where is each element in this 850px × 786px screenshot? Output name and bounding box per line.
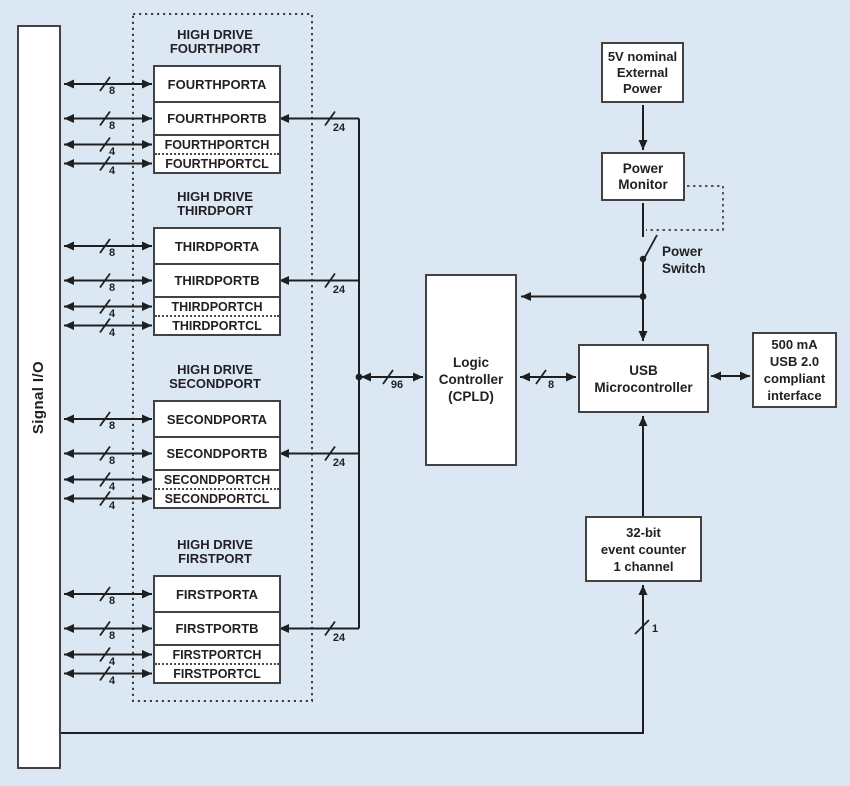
box-secondportch: SECONDPORTCH xyxy=(155,469,279,488)
bus-width-label: 8 xyxy=(108,282,116,294)
box-firstportch: FIRSTPORTCH xyxy=(155,644,279,663)
thirdport-stack: THIRDPORTA THIRDPORTB THIRDPORTCH THIRDP… xyxy=(153,227,281,336)
signal-wires-thirdport xyxy=(64,238,152,334)
power-wires xyxy=(521,105,724,341)
bus-width-label: 4 xyxy=(108,675,116,687)
bus-width-label: 4 xyxy=(108,165,116,177)
fourthport-stack: FOURTHPORTA FOURTHPORTB FOURTHPORTCH FOU… xyxy=(153,65,281,174)
bus-width-label: 4 xyxy=(108,146,116,158)
bus-width-label-96: 96 xyxy=(390,379,404,391)
signal-wires-secondport xyxy=(64,411,152,507)
logic-controller-box: Logic Controller (CPLD) xyxy=(425,274,517,466)
event-counter-wires xyxy=(61,416,650,734)
bus-width-label: 8 xyxy=(108,455,116,467)
box-fourthporta: FOURTHPORTA xyxy=(167,76,267,92)
firstport-stack: FIRSTPORTA FIRSTPORTB FIRSTPORTCH FIRSTP… xyxy=(153,575,281,684)
signal-io-bar: Signal I/O xyxy=(17,25,61,769)
high-drive-region-outline xyxy=(132,13,313,702)
external-power-box: 5V nominal External Power xyxy=(601,42,684,103)
bus-width-label: 24 xyxy=(332,457,346,469)
event-counter-box: 32-bit event counter 1 channel xyxy=(585,516,702,582)
signal-wires-fourthport xyxy=(64,76,152,172)
group-header: HIGH DRIVE FOURTHPORT xyxy=(169,27,261,56)
bus-width-label: 4 xyxy=(108,500,116,512)
usb-microcontroller-box: USB Microcontroller xyxy=(578,344,709,413)
group-header: HIGH DRIVE FIRSTPORT xyxy=(177,537,253,566)
signal-io-label: Signal I/O xyxy=(30,360,48,434)
usb-interface-box: 500 mA USB 2.0 compliant interface xyxy=(752,332,837,408)
bus-width-label: 8 xyxy=(108,420,116,432)
bus-width-label: 4 xyxy=(108,308,116,320)
bus-width-label: 24 xyxy=(332,632,346,644)
box-firstportcl: FIRSTPORTCL xyxy=(155,663,279,682)
bus-width-label-8: 8 xyxy=(547,379,555,391)
power-monitor-box: Power Monitor xyxy=(601,152,685,201)
bus-width-label: 24 xyxy=(332,122,346,134)
bus-width-label: 8 xyxy=(108,595,116,607)
bus-96-wire xyxy=(361,369,423,385)
box-fourthportch: FOURTHPORTCH xyxy=(155,134,279,153)
bus-width-label: 8 xyxy=(108,85,116,97)
bus-width-label: 8 xyxy=(108,247,116,259)
box-secondportb: SECONDPORTB xyxy=(155,436,279,469)
box-thirdportb: THIRDPORTB xyxy=(155,263,279,296)
bus-width-label: 8 xyxy=(108,630,116,642)
box-secondportcl: SECONDPORTCL xyxy=(155,488,279,507)
bus-8-wire xyxy=(520,369,576,385)
group-header: HIGH DRIVE THIRDPORT xyxy=(177,189,253,218)
signal-wires-firstport xyxy=(64,586,152,682)
bus-width-label: 4 xyxy=(108,327,116,339)
group-header: HIGH DRIVE SECONDPORT xyxy=(169,362,261,391)
bus-width-label: 4 xyxy=(108,481,116,493)
box-thirdportch: THIRDPORTCH xyxy=(155,296,279,315)
power-switch-label: Power Switch xyxy=(662,244,706,276)
box-firstporta: FIRSTPORTA xyxy=(175,586,259,602)
box-thirdporta: THIRDPORTA xyxy=(174,238,260,254)
box-thirdportcl: THIRDPORTCL xyxy=(155,315,279,334)
port-bus-24-wires xyxy=(279,110,363,637)
box-firstportb: FIRSTPORTB xyxy=(155,611,279,644)
bus-width-label: 4 xyxy=(108,656,116,668)
bus-width-label: 24 xyxy=(332,284,346,296)
box-secondporta: SECONDPORTA xyxy=(166,411,268,427)
box-fourthportcl: FOURTHPORTCL xyxy=(155,153,279,172)
box-fourthportb: FOURTHPORTB xyxy=(155,101,279,134)
bus-width-label: 8 xyxy=(108,120,116,132)
secondport-stack: SECONDPORTA SECONDPORTB SECONDPORTCH SEC… xyxy=(153,400,281,509)
bus-width-label-1: 1 xyxy=(651,623,659,635)
